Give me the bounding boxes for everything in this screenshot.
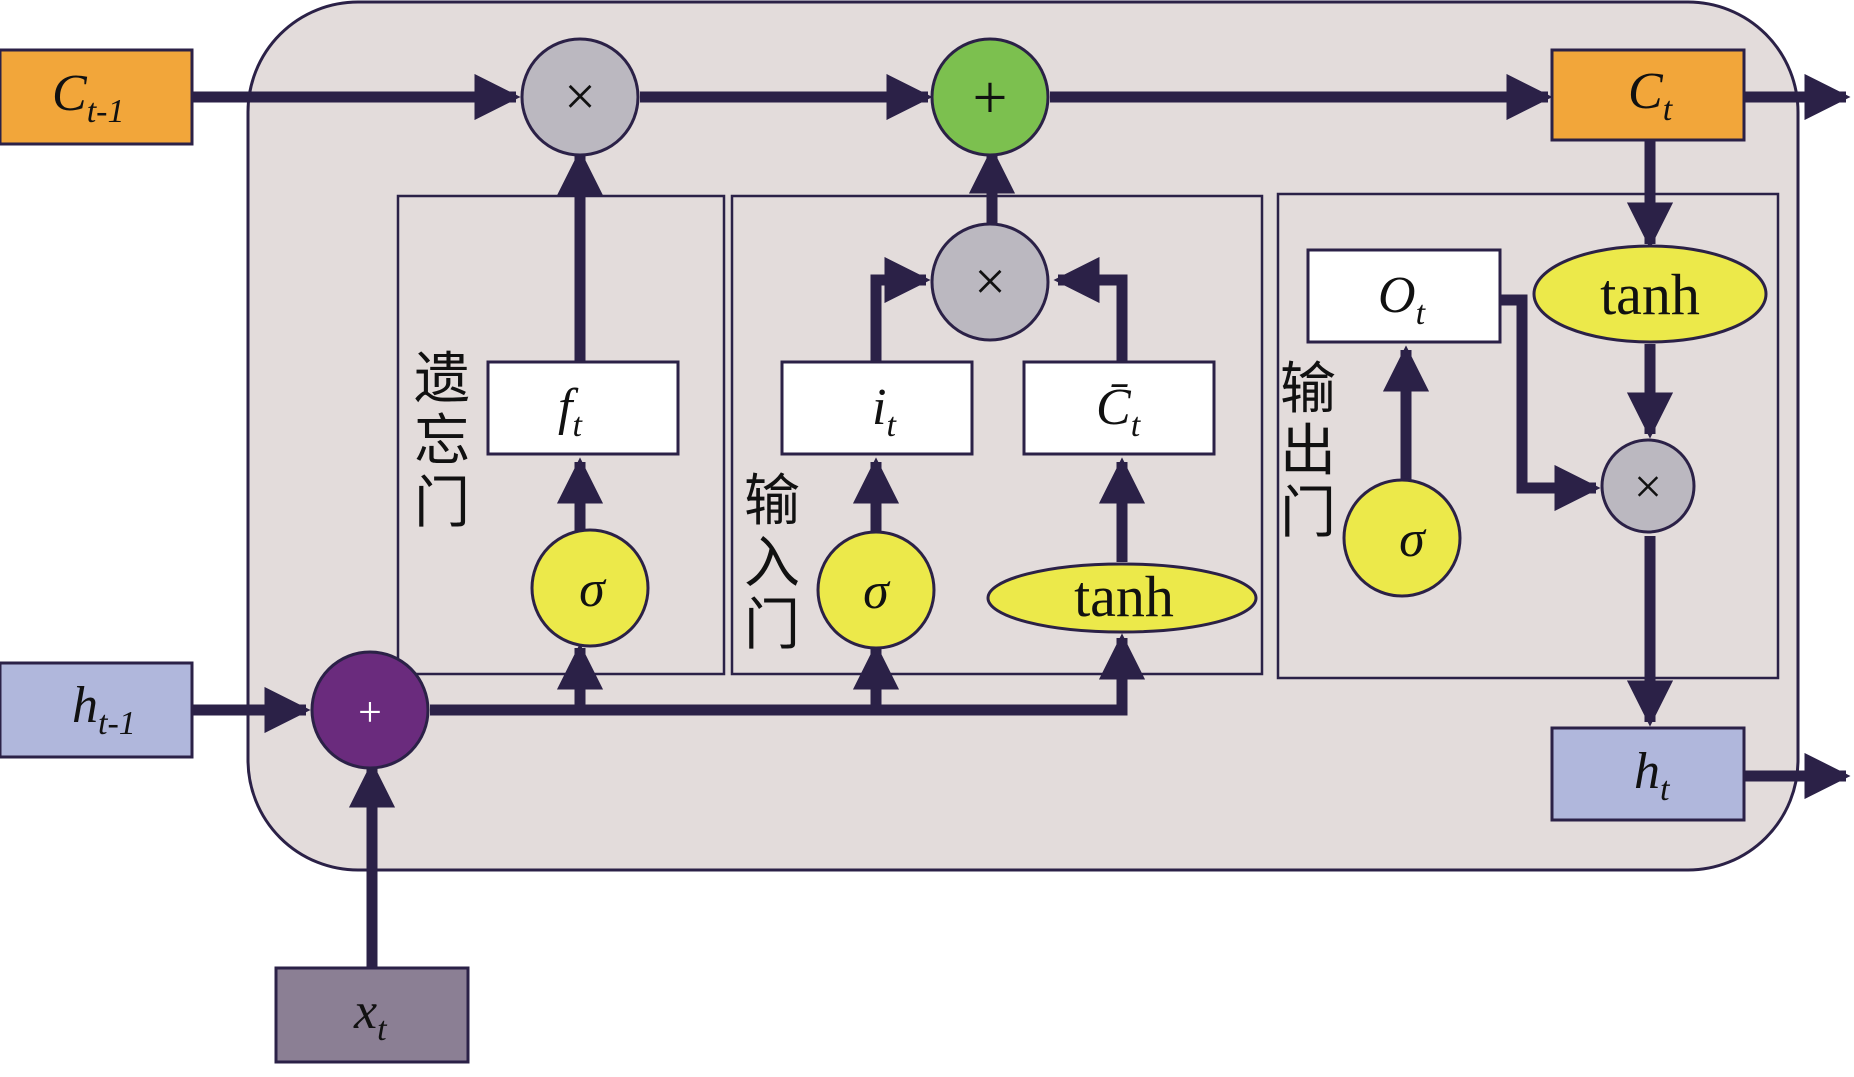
concat-add-node: + — [310, 650, 430, 770]
svg-text:门: 门 — [744, 593, 800, 658]
c-t-box: Ct — [1550, 48, 1746, 142]
svg-text:tanh: tanh — [1600, 262, 1700, 327]
svg-text:ht: ht — [1634, 743, 1671, 808]
it-box: it — [780, 360, 974, 456]
candidate-tanh-node: tanh — [986, 562, 1258, 634]
x-t-box: xt — [274, 966, 470, 1064]
svg-text:σ: σ — [863, 563, 891, 620]
svg-text:+: + — [358, 690, 382, 736]
svg-text:ht-1: ht-1 — [72, 677, 136, 742]
input-multiply-node: × — [930, 222, 1050, 342]
forget-multiply-node: × — [520, 37, 640, 157]
svg-text:入: 入 — [744, 531, 800, 596]
svg-text:输: 输 — [1280, 357, 1336, 422]
arrow-ot-to-output-mult — [1500, 294, 1601, 512]
svg-text:+: + — [973, 64, 1008, 132]
svg-text:输: 输 — [744, 469, 800, 534]
svg-text:Ct: Ct — [1628, 63, 1674, 128]
svg-text:忘: 忘 — [414, 409, 470, 474]
h-t-box: ht — [1550, 726, 1746, 822]
forget-sigma-node: σ — [530, 528, 650, 648]
svg-text:Ot: Ot — [1378, 267, 1427, 332]
svg-text:×: × — [564, 66, 596, 128]
c-prev-box: Ct-1 — [0, 48, 194, 146]
output-sigma-node: σ — [1342, 478, 1462, 598]
ot-box: Ot — [1306, 248, 1502, 344]
cell-tanh-node: tanh — [1532, 244, 1768, 344]
svg-text:σ: σ — [1399, 511, 1427, 568]
input-sigma-node: σ — [816, 530, 936, 650]
svg-text:出: 出 — [1280, 419, 1336, 484]
arrow-ct-bar-to-input-mult — [1053, 256, 1128, 362]
forget-gate-label: 遗 忘 门 — [414, 347, 470, 536]
svg-text:×: × — [1634, 458, 1662, 514]
ct-bar-box: C̄t — [1022, 360, 1216, 456]
output-gate-label: 输 出 门 — [1280, 357, 1336, 546]
cell-add-node: + — [930, 37, 1050, 157]
svg-text:xt: xt — [353, 983, 388, 1048]
svg-text:Ct-1: Ct-1 — [52, 65, 124, 130]
ft-box: ft — [486, 360, 680, 456]
h-prev-box: ht-1 — [0, 661, 194, 759]
output-multiply-node: × — [1600, 438, 1696, 534]
connections — [192, 73, 1851, 968]
svg-text:×: × — [974, 251, 1006, 313]
svg-text:C̄t: C̄t — [1096, 379, 1142, 444]
svg-text:门: 门 — [1280, 481, 1336, 546]
svg-text:门: 门 — [414, 471, 470, 536]
svg-text:tanh: tanh — [1074, 564, 1174, 629]
arrow-it-to-input-mult — [870, 256, 931, 362]
svg-text:it: it — [872, 379, 897, 444]
svg-text:σ: σ — [579, 561, 607, 618]
input-gate-label: 输 入 门 — [744, 469, 800, 658]
output-gate-panel — [1276, 192, 1780, 680]
svg-text:遗: 遗 — [414, 347, 470, 412]
